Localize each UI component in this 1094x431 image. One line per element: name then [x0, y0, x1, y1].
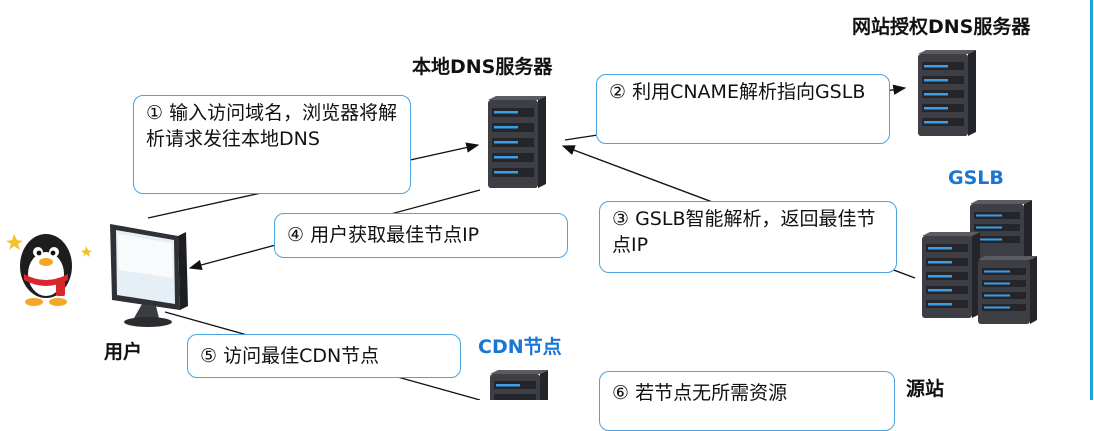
monitor-icon — [110, 224, 188, 327]
penguin-icon — [6, 234, 92, 306]
step-2-box: ② 利用CNAME解析指向GSLB — [596, 74, 890, 144]
step-5-text: ⑤ 访问最佳CDN节点 — [200, 345, 380, 367]
gslb-label: GSLB — [948, 167, 1004, 189]
step-4-box: ④ 用户获取最佳节点IP — [274, 213, 568, 258]
user-label: 用户 — [104, 341, 143, 363]
step-3-text: ③ GSLB智能解析，返回最佳节点IP — [612, 208, 876, 256]
right-edge-rule — [1090, 0, 1093, 400]
origin-label: 源站 — [906, 378, 945, 400]
local-dns-label: 本地DNS服务器 — [412, 56, 553, 78]
step-6-box: ⑥ 若节点无所需资源 — [599, 371, 895, 431]
auth-dns-label: 网站授权DNS服务器 — [852, 16, 1031, 38]
cdn-label: CDN节点 — [478, 336, 562, 358]
step-3-box: ③ GSLB智能解析，返回最佳节点IP — [599, 201, 897, 273]
step-2-text: ② 利用CNAME解析指向GSLB — [609, 81, 866, 103]
step-1-text: ① 输入访问域名，浏览器将解析请求发往本地DNS — [146, 102, 398, 150]
step-4-text: ④ 用户获取最佳节点IP — [287, 224, 480, 246]
step-5-box: ⑤ 访问最佳CDN节点 — [187, 334, 461, 378]
server-icon — [918, 50, 976, 136]
server-icon — [922, 200, 1037, 324]
server-icon — [490, 370, 548, 400]
server-icon — [488, 96, 546, 188]
step-6-text: ⑥ 若节点无所需资源 — [612, 382, 788, 404]
step-1-box: ① 输入访问域名，浏览器将解析请求发往本地DNS — [133, 95, 411, 194]
